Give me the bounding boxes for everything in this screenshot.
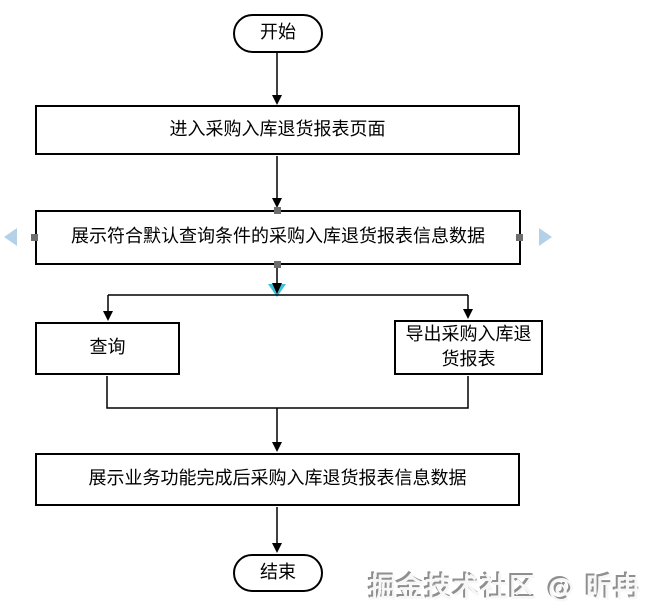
flow-node-start[interactable]: 开始 — [233, 14, 323, 53]
edge-show-default-to-branch[interactable] — [268, 266, 286, 297]
flow-node-show-default[interactable]: 展示符合默认查询条件的采购入库退货报表信息数据 — [35, 210, 521, 265]
selection-handle-right[interactable] — [516, 234, 523, 241]
direction-arrow-right-icon[interactable] — [539, 228, 552, 246]
edge-enter-page-to-show-default[interactable] — [272, 156, 282, 208]
flow-node-query[interactable]: 查询 — [35, 322, 180, 375]
edge-show-after-to-end[interactable] — [272, 507, 282, 553]
selection-handle-bottom[interactable] — [274, 261, 281, 268]
watermark: 掘金技术社区 @ 昕冉 — [369, 573, 642, 604]
flow-node-show-after[interactable]: 展示业务功能完成后采购入库退货报表信息数据 — [35, 453, 520, 506]
edge-branch-split[interactable] — [103, 294, 473, 321]
flow-node-export-report[interactable]: 导出采购入库退货报表 — [394, 320, 543, 375]
edge-branch-merge[interactable] — [106, 376, 469, 452]
selection-handle-left[interactable] — [31, 234, 38, 241]
flow-node-end[interactable]: 结束 — [233, 554, 323, 592]
flow-node-enter-page[interactable]: 进入采购入库退货报表页面 — [35, 105, 520, 155]
direction-arrow-left-icon[interactable] — [4, 228, 17, 246]
edge-start-to-enter-page[interactable] — [272, 53, 282, 105]
selection-handle-top[interactable] — [274, 207, 281, 214]
